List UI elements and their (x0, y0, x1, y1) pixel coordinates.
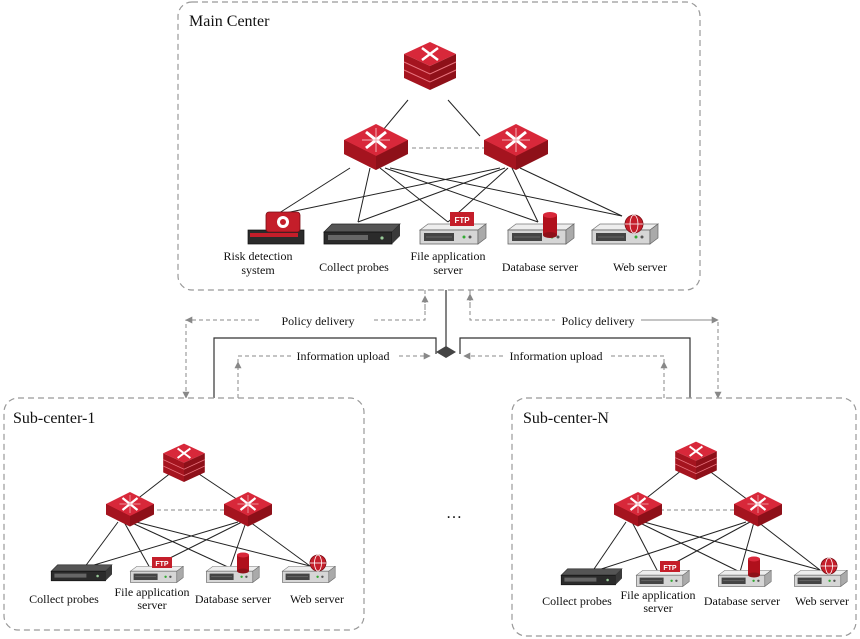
policy-delivery-label-left: Policy delivery (282, 314, 355, 328)
device-label-database: Database server (502, 260, 578, 274)
device-label-database: Database server (704, 594, 780, 608)
main-center-title: Main Center (189, 13, 270, 30)
rack-server-icon (323, 223, 401, 245)
rack-server-icon (560, 568, 623, 586)
device-label-web: Web server (795, 594, 849, 608)
sub-center-n-links (591, 469, 821, 573)
rack-server-icon (636, 570, 690, 587)
rack-server-icon (591, 223, 659, 245)
device-label-collect: Collect probes (319, 260, 389, 274)
firewall-icon (247, 211, 305, 245)
device-label-database: Database server (195, 592, 271, 606)
globe-icon (309, 554, 327, 572)
device-label-collect: Collect probes (29, 592, 99, 606)
sub-center-n: Sub-center-N FTP (511, 397, 857, 637)
rack-server-icon (130, 566, 184, 583)
ftp-icon: FTP (152, 557, 172, 568)
main-center: Main Center (177, 1, 701, 291)
rack-server-icon (281, 566, 336, 583)
information-upload-label-right: Information upload (510, 349, 603, 363)
device-label-web: Web server (613, 260, 667, 274)
rack-server-icon (50, 564, 113, 582)
device-label-collect: Collect probes (542, 594, 612, 608)
ellipsis-text: … (446, 505, 462, 522)
svg-text:FTP: FTP (663, 565, 677, 572)
database-icon (543, 212, 557, 238)
policy-delivery-label-right: Policy delivery (562, 314, 635, 328)
svg-text:FTP: FTP (155, 561, 169, 568)
database-icon (237, 552, 249, 574)
rack-server-icon (206, 566, 260, 583)
svg-text:FTP: FTP (454, 216, 470, 225)
rack-server-icon (794, 570, 848, 587)
sub-center-1-title: Sub-center-1 (13, 410, 95, 427)
ftp-icon: FTP (450, 212, 474, 226)
sub-center-n-title: Sub-center-N (523, 410, 609, 427)
device-label-web: Web server (290, 592, 344, 606)
globe-icon (624, 214, 644, 234)
ftp-icon: FTP (660, 561, 680, 572)
rack-server-icon (507, 223, 575, 245)
information-upload-label-left: Information upload (297, 349, 390, 363)
sub-center-1: Sub-center-1 FTP (3, 397, 365, 631)
rack-server-icon (718, 570, 772, 587)
flow-arrows: Policy delivery Policy delivery Informat… (182, 290, 722, 399)
main-center-frame (177, 1, 701, 291)
database-icon (748, 556, 760, 578)
rack-server-icon (419, 223, 487, 245)
globe-icon (820, 557, 838, 575)
